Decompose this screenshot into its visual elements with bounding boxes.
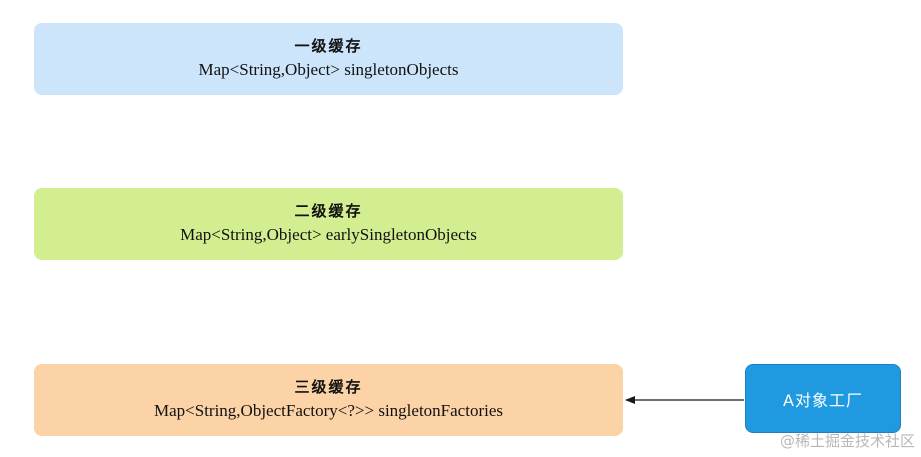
cache-type-level-1: Map<String,Object> singletonObjects xyxy=(198,60,459,79)
cache-box-level-3: 三级缓存 Map<String,ObjectFactory<?>> single… xyxy=(34,364,623,436)
cache-title-level-1: 一级缓存 xyxy=(294,37,363,55)
cache-title-level-2: 二级缓存 xyxy=(294,202,363,220)
cache-box-level-1: 一级缓存 Map<String,Object> singletonObjects xyxy=(34,23,623,95)
cache-type-level-2: Map<String,Object> earlySingletonObjects xyxy=(180,225,477,244)
object-factory-label: A对象工厂 xyxy=(783,390,863,410)
cache-title-level-3: 三级缓存 xyxy=(294,378,363,396)
cache-box-level-2: 二级缓存 Map<String,Object> earlySingletonOb… xyxy=(34,188,623,260)
cache-type-level-3: Map<String,ObjectFactory<?>> singletonFa… xyxy=(153,401,503,420)
object-factory-box: A对象工厂 xyxy=(745,364,901,433)
watermark: @稀土掘金技术社区 xyxy=(779,432,915,450)
